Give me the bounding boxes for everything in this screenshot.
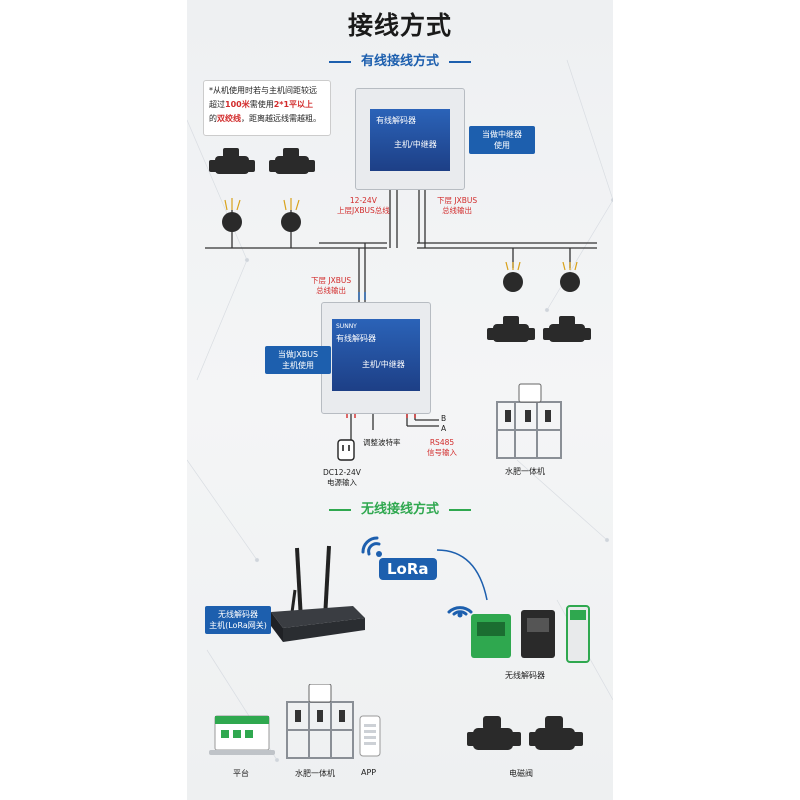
fertigation-machine-wired	[496, 383, 562, 459]
mid-decoder-brand: SUNNY	[336, 323, 357, 330]
note-line-2d: 2*1平以上	[273, 100, 314, 109]
mid-decoder-device: SUNNY 有线解码器 主机/中继器	[321, 302, 431, 414]
coil-connector-icon	[560, 272, 580, 292]
host-tag: 当做JXBUS 主机使用	[265, 346, 331, 374]
baud-adjust-label: 调整波特率	[363, 438, 401, 447]
lora-gateway-router	[271, 545, 365, 642]
power-plug-icon	[337, 439, 355, 461]
control-cabinet-icon	[518, 383, 542, 403]
wifi-signal-icon-right	[447, 606, 473, 618]
antenna-icon	[323, 545, 331, 619]
wireless-decoders-group	[471, 605, 590, 663]
wifi-signal-icon	[361, 536, 382, 557]
mid-decoder-face: SUNNY 有线解码器 主机/中继器	[332, 319, 420, 391]
power-input-label: DC12-24V 电源输入	[323, 468, 361, 487]
solenoid-valve-icon	[473, 728, 513, 750]
note-line-2c: 需使用	[249, 100, 274, 109]
ab-terminal-label: B A	[441, 414, 447, 433]
wireless-host-tag: 无线解码器 主机(LoRa网关)	[205, 606, 271, 634]
wired-section-title: 有线接线方式	[187, 50, 613, 69]
antenna-icon	[295, 547, 303, 621]
top-decoder-model: 主机/中继器	[394, 140, 437, 149]
wireless-decoder-label: 无线解码器	[505, 671, 545, 680]
lower-bus-out-top-label: 下层 JXBUS 总线输出	[437, 196, 478, 215]
note-line-1: *从机使用时若与主机间距较远	[209, 86, 317, 95]
coil-connector-icon	[222, 212, 242, 232]
note-line-3a: 的	[209, 114, 217, 123]
mid-decoder-face-text: 有线解码器	[336, 334, 376, 343]
left-valves-group	[209, 148, 315, 232]
lower-bus-out-mid-label: 下层 JXBUS 总线输出	[311, 276, 352, 295]
wireless-decoder-black-icon	[521, 610, 555, 658]
app-phone-icon	[359, 715, 381, 757]
coil-connector-icon	[503, 272, 523, 292]
fertigation-wired-label: 水肥一体机	[505, 467, 545, 476]
lora-badge: LoRa	[379, 558, 437, 580]
coil-connector-icon	[281, 212, 301, 232]
platform-laptop-icon	[209, 715, 275, 755]
control-cabinet-icon	[308, 684, 332, 703]
wireless-section-title: 无线接线方式	[187, 498, 613, 517]
note-line-2b: 100米	[225, 100, 250, 109]
top-decoder-face: 有线解码器 主机/中继器	[370, 109, 450, 171]
note-line-3b: 双绞线	[217, 114, 241, 123]
wiring-diagram-panel: 接线方式 有线接线方式 无线接线方式 *从机使用时若与主机间距较远 超过100米…	[187, 0, 613, 800]
lora-link-arc	[436, 549, 488, 601]
solenoid-valve-icon	[549, 324, 585, 342]
solenoid-valve-icon	[535, 728, 575, 750]
repeater-tag: 当做中继器 使用	[469, 126, 535, 154]
note-line-2a: 超过	[209, 100, 225, 109]
solenoid-valve-label: 电磁阀	[509, 769, 533, 778]
app-label: APP	[361, 768, 377, 777]
solenoid-valve-icon	[493, 324, 529, 342]
fertigation-machine-wireless	[286, 684, 354, 759]
note-line-3c: ，距离越远线需越粗。	[241, 114, 321, 123]
solenoid-valve-icon	[275, 156, 309, 174]
platform-label: 平台	[233, 769, 249, 778]
wireless-section-title-text: 无线接线方式	[360, 502, 439, 517]
solenoid-valve-icon	[215, 156, 249, 174]
distance-note: *从机使用时若与主机间距较远 超过100米需使用2*1平以上 的双绞线，距离越远…	[203, 80, 331, 136]
mid-decoder-model: 主机/中继器	[362, 360, 405, 369]
upper-bus-label: 12-24V 上层JXBUS总线	[337, 196, 390, 215]
bottom-solenoid-valves	[467, 716, 583, 750]
top-decoder-face-text: 有线解码器	[376, 116, 416, 125]
right-valves-group	[487, 262, 591, 342]
rs485-label: RS485 信号输入	[427, 438, 457, 457]
page-title: 接线方式	[347, 11, 452, 40]
fertigation-wireless-label: 水肥一体机	[295, 769, 335, 778]
top-decoder-device: 有线解码器 主机/中继器	[355, 88, 465, 190]
wired-section-title-text: 有线接线方式	[360, 54, 439, 69]
